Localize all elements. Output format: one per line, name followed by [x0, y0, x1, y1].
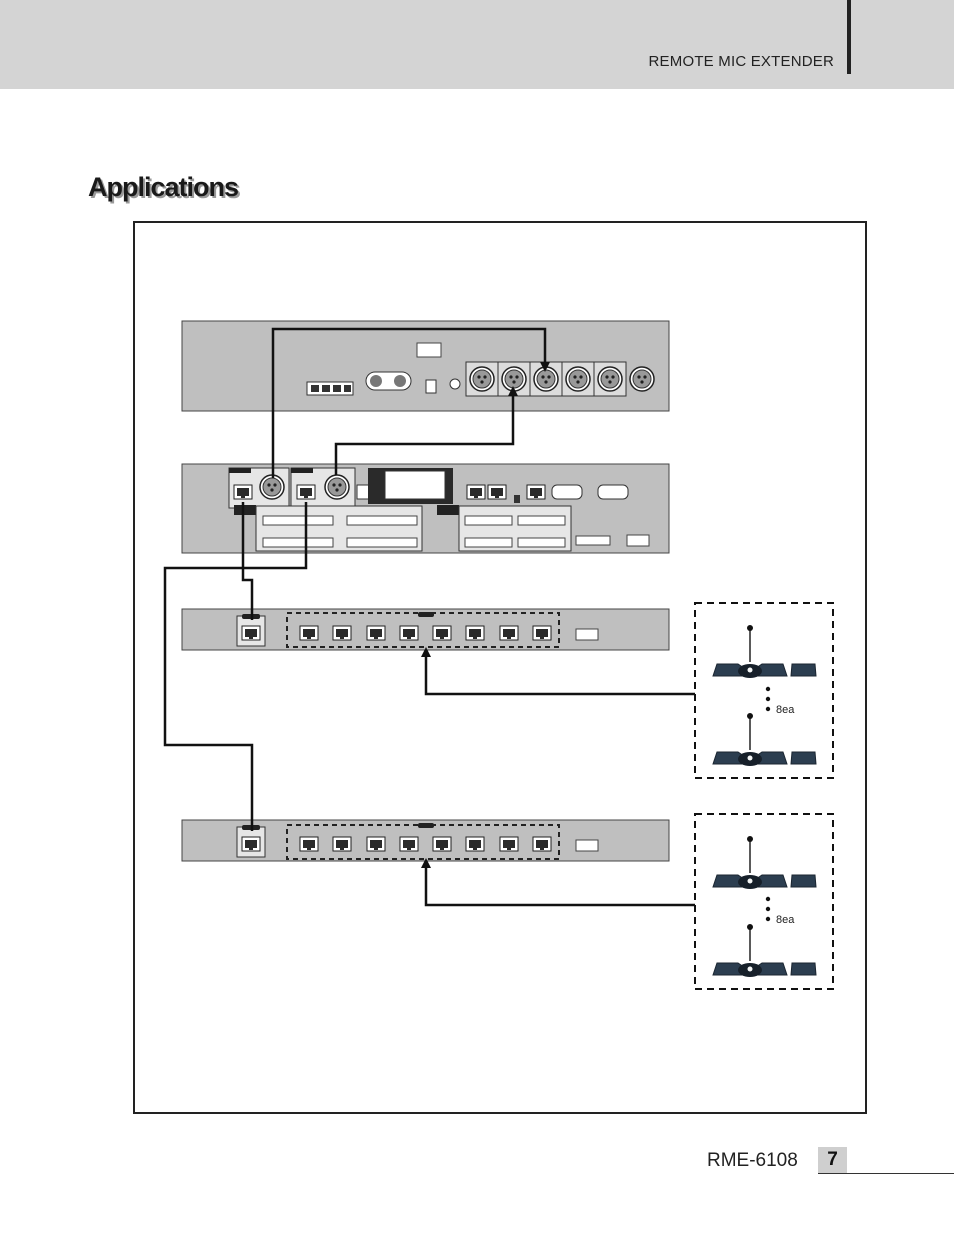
device-top-panel	[182, 321, 669, 411]
mic-group-2-count: 8ea	[776, 914, 795, 926]
footer-rule	[818, 1173, 954, 1174]
mic-group-1-count: 8ea	[776, 704, 795, 716]
extender-unit-2	[182, 820, 669, 861]
device-main-panel	[182, 464, 669, 553]
footer-model: RME-6108	[707, 1150, 798, 1172]
cable-mics-ext1	[426, 655, 696, 694]
mic-group-2	[695, 814, 833, 989]
mic-group-1	[695, 603, 833, 778]
page-number: 7	[818, 1147, 847, 1173]
extender-unit-1	[182, 609, 669, 650]
cable-mics-ext2	[426, 866, 696, 905]
